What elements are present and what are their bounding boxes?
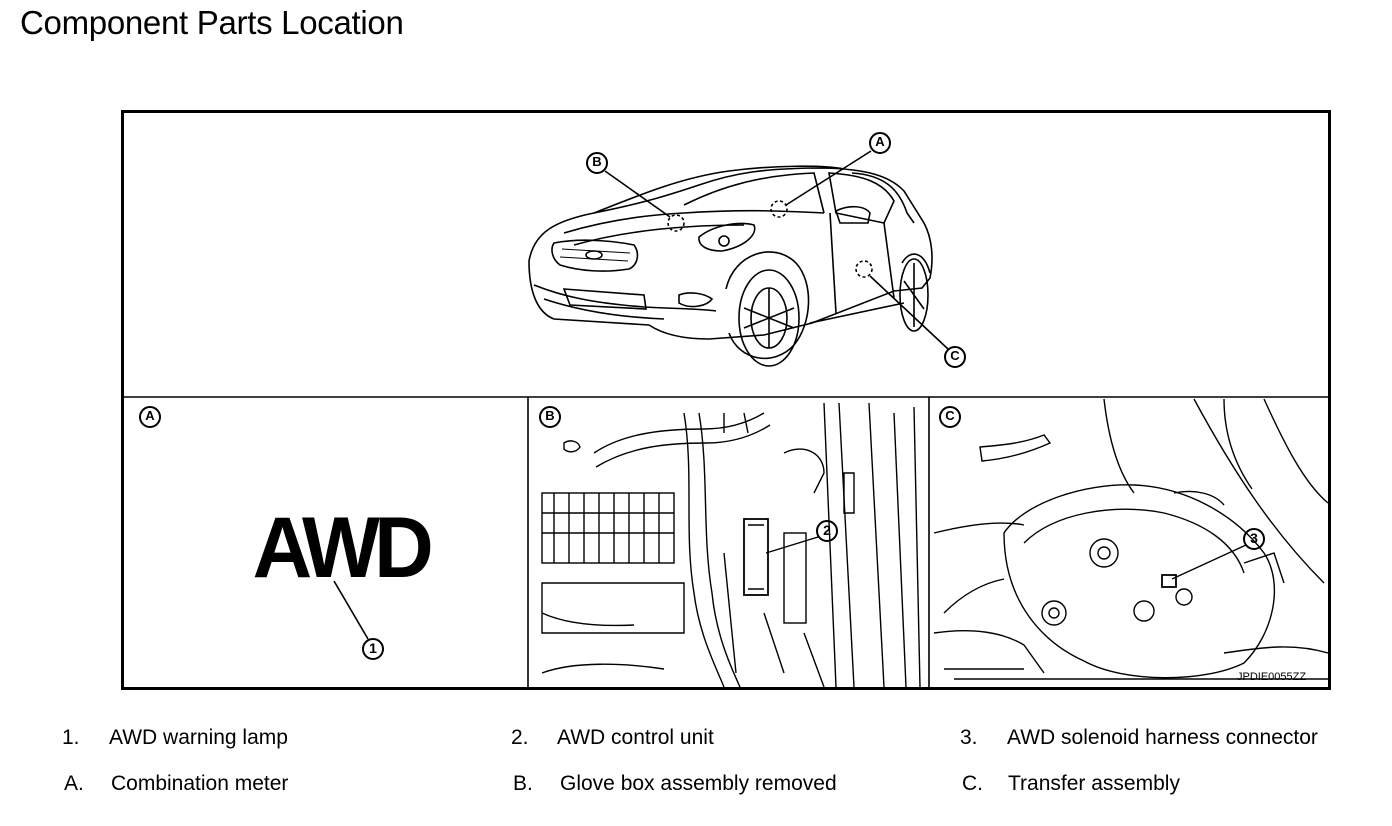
callout-C-top — [944, 346, 966, 368]
legend-marker-b: B. — [513, 772, 533, 795]
legend-label-c: Transfer assembly — [1008, 772, 1180, 795]
callout-C-top-label: C — [950, 348, 960, 363]
callout-C-panel-label: C — [945, 408, 955, 423]
legend-label-a: Combination meter — [111, 772, 289, 795]
callout-A-panel — [139, 406, 161, 428]
marker-b-location — [667, 214, 685, 232]
panel-a-drawing — [139, 406, 384, 660]
awd-indicator-text: AWD — [252, 500, 434, 596]
image-code: JPDIE0055ZZ — [1237, 671, 1307, 683]
panel-c-drawing — [933, 398, 1328, 680]
legend-label-1: AWD warning lamp — [109, 726, 288, 749]
callout-B-top-label: B — [592, 154, 602, 169]
callout-2 — [816, 520, 838, 542]
callout-A-top — [869, 132, 891, 154]
legend-marker-2: 2. — [511, 726, 529, 749]
figure-drawing — [124, 132, 1328, 687]
callout-B-top — [586, 152, 608, 174]
callout-B-panel-label: B — [545, 408, 555, 423]
legend-marker-a: A. — [64, 772, 84, 795]
panel-b-drawing — [539, 402, 921, 687]
legend-label-2: AWD control unit — [557, 726, 714, 749]
callout-3-label: 3 — [1250, 530, 1258, 546]
callout-3 — [1243, 528, 1265, 550]
legend-label-b: Glove box assembly removed — [560, 772, 837, 795]
solenoid-connector-shape — [1161, 574, 1177, 588]
legend-marker-c: C. — [962, 772, 983, 795]
callout-2-label: 2 — [823, 522, 831, 538]
marker-c-location — [855, 260, 873, 278]
callout-A-panel-label: A — [145, 408, 155, 423]
legend-marker-1: 1. — [62, 726, 80, 749]
car-illustration — [528, 150, 949, 367]
component-location-figure: JPDIE0055ZZ AWD B A C A B C 1 2 3 — [121, 110, 1331, 690]
callout-1 — [362, 638, 384, 660]
marker-a-location — [770, 200, 788, 218]
callout-A-top-label: A — [875, 134, 885, 149]
callout-1-label: 1 — [369, 640, 377, 656]
callout-C-panel — [939, 406, 961, 428]
callout-B-panel — [539, 406, 561, 428]
awd-control-unit-shape — [743, 518, 769, 596]
legend-marker-3: 3. — [960, 726, 978, 749]
legend-label-3: AWD solenoid harness connector — [1007, 726, 1318, 749]
page-title: Component Parts Location — [20, 4, 404, 41]
